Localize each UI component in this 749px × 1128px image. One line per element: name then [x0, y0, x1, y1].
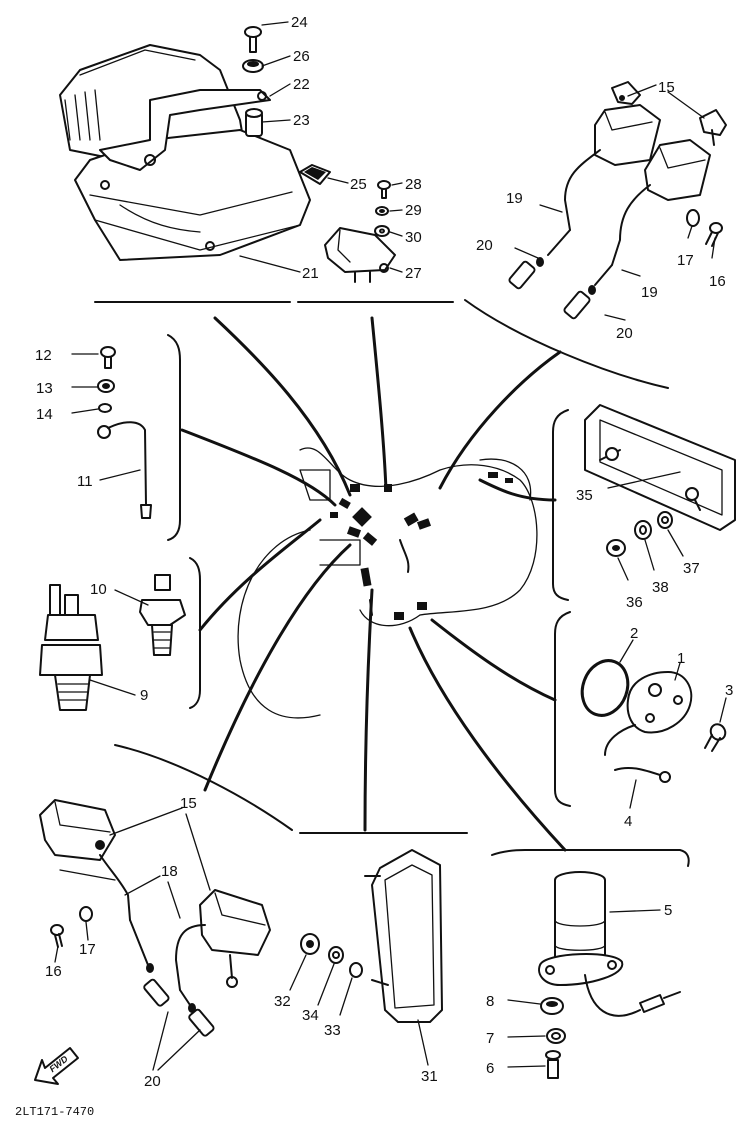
damper-25 — [299, 164, 331, 185]
callout-11: 11 — [77, 473, 93, 490]
switch-10 — [139, 574, 186, 656]
callout-24: 24 — [291, 14, 308, 31]
screw-28 — [377, 180, 391, 199]
bolt-6 — [545, 1050, 561, 1079]
callout-4: 4 — [624, 813, 632, 830]
callout-32: 32 — [274, 993, 291, 1010]
light-assy-35 — [584, 404, 736, 531]
washer-14 — [98, 403, 112, 413]
callout-35: 35 — [576, 487, 593, 504]
washer-7 — [546, 1028, 566, 1044]
plug-cap-20-left-b — [179, 989, 215, 1037]
callout-28: 28 — [405, 176, 422, 193]
lead-wire-11 — [97, 421, 152, 519]
plug-cap-20-upper — [508, 229, 571, 290]
callout-19-top-b: 19 — [641, 284, 658, 301]
fwd-arrow — [34, 1047, 79, 1085]
callout-2: 2 — [630, 625, 638, 642]
callout-6: 6 — [486, 1060, 494, 1077]
sender-9 — [39, 584, 103, 711]
washer-17-upper — [686, 209, 700, 227]
callout-15-top: 15 — [658, 79, 675, 96]
ignition-coil-d — [175, 889, 271, 991]
callout-31: 31 — [421, 1068, 438, 1085]
grommet-8 — [540, 997, 564, 1015]
callout-13: 13 — [36, 380, 53, 397]
leader-lines — [180, 316, 567, 852]
callout-5: 5 — [664, 902, 672, 919]
drawing-code: 2LT171-7470 — [15, 1105, 94, 1119]
igniter-unit — [59, 44, 311, 261]
callout-pointers — [54, 21, 727, 1071]
screw-12 — [100, 346, 116, 369]
bolt-16-upper — [705, 222, 723, 247]
callout-16-top: 16 — [709, 273, 726, 290]
callout-1: 1 — [677, 650, 685, 667]
collar-23 — [245, 108, 263, 137]
callout-16-bottom: 16 — [45, 963, 62, 980]
callout-34: 34 — [302, 1007, 319, 1024]
reflector-31 — [364, 849, 443, 1023]
o-ring-2 — [580, 659, 630, 717]
washer-37 — [657, 511, 673, 529]
callout-9: 9 — [140, 687, 148, 704]
frame-connectors — [330, 472, 513, 620]
callout-37: 37 — [683, 560, 700, 577]
callout-27: 27 — [405, 265, 422, 282]
callout-33: 33 — [324, 1022, 341, 1039]
callout-19-top: 19 — [506, 190, 523, 207]
bolt-16-lower — [50, 924, 64, 948]
unit-5 — [538, 871, 681, 1017]
washer-38 — [634, 520, 652, 540]
nut-36 — [606, 539, 626, 557]
callout-8: 8 — [486, 993, 494, 1010]
callout-labels: 24 26 22 23 25 28 29 30 27 21 15 19 20 1… — [15, 14, 733, 1119]
callout-12: 12 — [35, 347, 52, 364]
callout-15-bottom: 15 — [180, 795, 197, 812]
sensor-1 — [604, 671, 693, 756]
callout-18: 18 — [161, 863, 178, 880]
callout-20-top-b: 20 — [616, 325, 633, 342]
callout-38: 38 — [652, 579, 669, 596]
screw-3 — [704, 723, 727, 752]
washer-30 — [374, 225, 390, 237]
ignition-coil-a — [564, 81, 661, 231]
callout-30: 30 — [405, 229, 422, 246]
callout-20-top-a: 20 — [476, 237, 493, 254]
relay-27 — [324, 227, 396, 283]
washer-26 — [242, 59, 264, 73]
washer-33 — [349, 962, 363, 978]
lead-4 — [614, 766, 671, 783]
callout-23: 23 — [293, 112, 310, 129]
screw-24 — [244, 26, 262, 53]
nut-13 — [97, 379, 115, 393]
callout-29: 29 — [405, 202, 422, 219]
callout-10: 10 — [90, 581, 107, 598]
ignition-coil-c — [39, 799, 131, 921]
callout-21: 21 — [302, 265, 319, 282]
callout-25: 25 — [350, 176, 367, 193]
plug-cap-20-lower — [563, 264, 613, 320]
washer-17-lower — [79, 906, 93, 922]
callout-22: 22 — [293, 76, 310, 93]
callout-20-bottom: 20 — [144, 1073, 161, 1090]
callout-17-bottom: 17 — [79, 941, 96, 958]
group-brackets — [94, 299, 690, 867]
callout-26: 26 — [293, 48, 310, 65]
washer-34 — [328, 946, 344, 964]
nut-32 — [300, 933, 320, 955]
callout-7: 7 — [486, 1030, 494, 1047]
callout-3: 3 — [725, 682, 733, 699]
nut-29 — [375, 206, 389, 216]
callout-17-top: 17 — [677, 252, 694, 269]
ignition-coil-b — [611, 109, 727, 266]
callout-36: 36 — [626, 594, 643, 611]
plug-cap-20-left-a — [129, 919, 170, 1007]
callout-14: 14 — [36, 406, 53, 423]
